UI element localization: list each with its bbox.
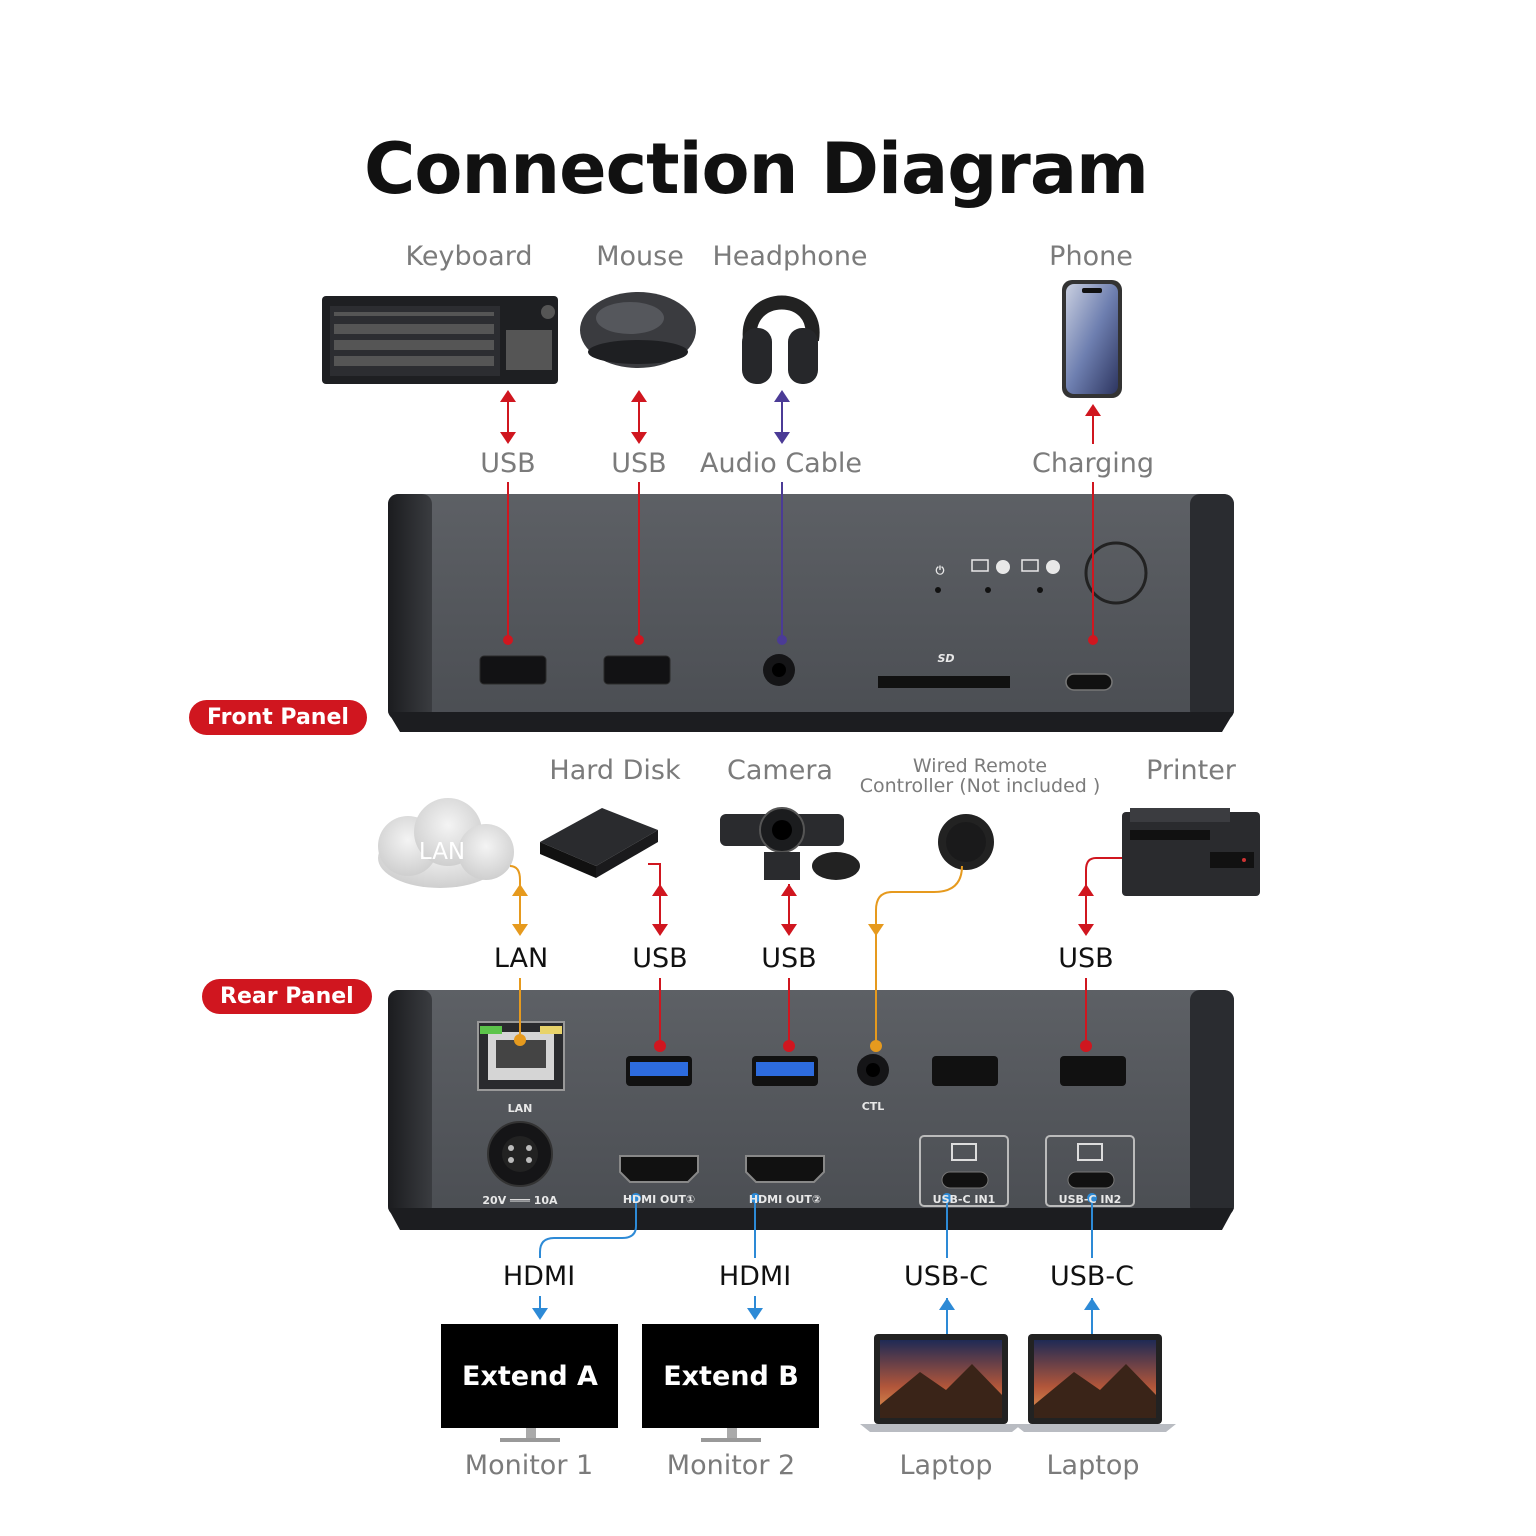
connection-label: LAN [493, 943, 549, 974]
device-label-hard-disk: Hard Disk [549, 755, 681, 786]
port-label-ctl: CTL [862, 1100, 885, 1113]
device-label-monitor-2: Monitor 2 [666, 1450, 796, 1481]
svg-text:SD: SD [937, 652, 954, 665]
connection-label: USB [1058, 943, 1114, 974]
connection-label: USB [611, 448, 667, 479]
connection-lines [500, 390, 1122, 1334]
device-label-laptop-2: Laptop [1046, 1450, 1140, 1481]
camera-icon [720, 807, 860, 880]
port-label-power: 20V ═══ 10A [482, 1194, 558, 1207]
headphone-icon [742, 295, 820, 384]
port-label-usbc1: USB-C IN1 [933, 1193, 996, 1206]
front-panel-dock: SD ⏻ [388, 494, 1234, 732]
svg-text:⏻: ⏻ [936, 564, 945, 577]
monitor-icon: Extend B [642, 1324, 819, 1442]
page-title: Connection Diagram [364, 128, 1149, 210]
printer-icon [1122, 808, 1260, 896]
connection-label: USB-C [903, 1261, 989, 1292]
port-label-hdmi2: HDMI OUT② [749, 1193, 821, 1206]
connection-label: USB [480, 448, 536, 479]
device-label-keyboard: Keyboard [405, 241, 533, 272]
device-label-laptop-1: Laptop [899, 1450, 993, 1481]
connection-label: HDMI [718, 1261, 792, 1292]
front-panel-badge: Front Panel [189, 700, 367, 735]
remote-icon [938, 814, 994, 870]
port-label-hdmi1: HDMI OUT① [623, 1193, 695, 1206]
phone-icon [1062, 280, 1122, 398]
connection-label: Charging [1031, 448, 1155, 479]
rear-panel-badge: Rear Panel [202, 979, 372, 1014]
device-label-headphone: Headphone [712, 241, 868, 272]
laptop-icon [860, 1334, 1022, 1432]
connection-label: USB [632, 943, 688, 974]
cloud-icon [378, 798, 514, 888]
connection-label: HDMI [502, 1261, 576, 1292]
device-label-mouse: Mouse [596, 241, 684, 272]
rear-panel-dock [388, 990, 1234, 1230]
port-label-lan: LAN [508, 1102, 533, 1115]
connection-label: USB [761, 943, 817, 974]
remote-label-line1: Wired Remote [912, 755, 1048, 777]
mouse-icon [580, 292, 696, 368]
connection-label: Audio Cable [700, 448, 862, 479]
device-label-camera: Camera [727, 755, 833, 786]
monitor-icon: Extend A [441, 1324, 618, 1442]
device-label-remote: Wired Remote Controller (Not included ) [859, 755, 1101, 797]
laptop-icon [1014, 1334, 1176, 1432]
device-label-phone: Phone [1049, 241, 1133, 272]
device-label-printer: Printer [1146, 755, 1236, 786]
remote-label-line2: Controller (Not included ) [859, 774, 1101, 797]
connection-label: USB-C [1049, 1261, 1135, 1292]
extend-a-text: Extend A [462, 1361, 598, 1392]
cloud-label: LAN [418, 839, 466, 865]
extend-b-text: Extend B [663, 1361, 799, 1392]
port-label-usbc2: USB-C IN2 [1059, 1193, 1122, 1206]
keyboard-icon [322, 296, 558, 384]
device-label-monitor-1: Monitor 1 [464, 1450, 594, 1481]
hard-disk-icon [540, 808, 658, 878]
